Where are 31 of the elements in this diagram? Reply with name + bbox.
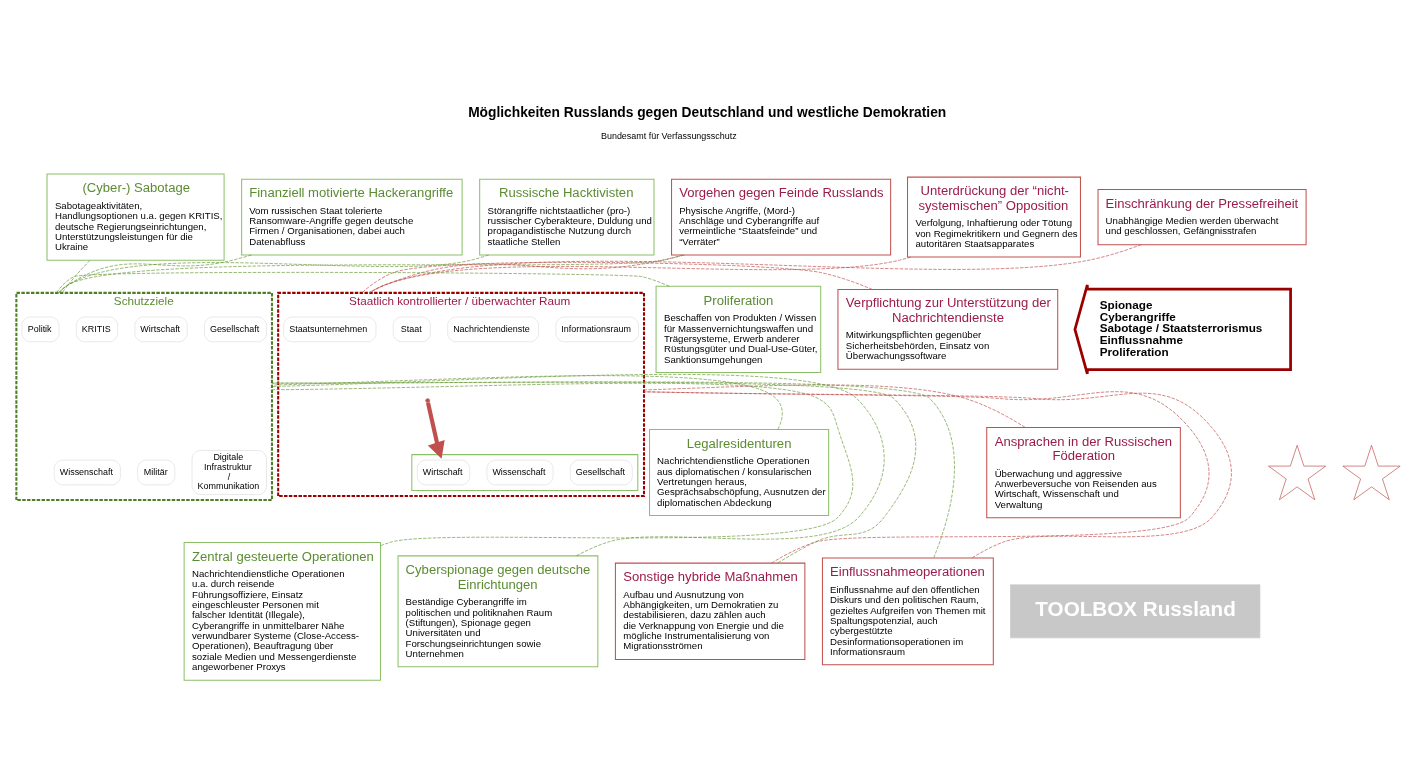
node-box: Zentral gesteuerte Operationen Nachrichtendienstliche Operationen u.a. durch reisende Führungsoffiziere, Einsatz eingeschleuster Personen mit falscher Identität (Illegale), Cyberangriffe in unmittelbarer Nähe verwundbarer Systeme (Close-Access-Operationen), Beauftragung über soziale Medien und Messengerdienste angeworbener Proxys (183, 541, 381, 681)
arrow (426, 401, 445, 459)
diagram-title: Möglichkeiten Russlands gegen Deutschland und westliche Demokratien (468, 104, 947, 120)
node-star (1268, 444, 1327, 500)
cluster (411, 453, 639, 491)
node-box: Unterdrückung der “nicht-systemischen” Opposition Verfolgung, Inhaftierung oder Tötung von Regimekritikern und Gegnern des autoritären Staatsapparates (907, 176, 1081, 258)
node-box: Einflussnahmeoperationen Einflussnahme auf den öffentlichen Diskurs und den politischen Raum, gezieltes Aufgreifen von Themen mit Spaltungspotenzial, auch cybergestützte Desinformationsoperationen im Informationsraum (821, 556, 994, 665)
connector (643, 384, 1026, 428)
node-box: Ansprachen in der Russischen Föderation Überwachung und aggressive Anwerbeversuche von Reisenden aus Wirtschaft, Wissenschaft und Verwaltung (986, 426, 1181, 518)
node-box: Proliferation Beschaffen von Produkten / Wissen für Massenvernichtungswaffen und Trägersysteme, Erwerb anderer Rüstungsgüter und Dual-Use-Güter, Sanktionsumgehungen (655, 285, 822, 373)
node-box: Legalresidenturen Nachrichtendienstliche Operationen aus diplomatischen / konsularischen Vertretungen heraus, Gesprächsabschöpfung, Ausnutzen der diplomatischen Abdeckung (649, 428, 830, 516)
node-box: Einschränkung der Pressefreiheit Unabhängige Medien werden überwacht und geschlossen, Gefängnisstrafen (1097, 188, 1307, 245)
connector (61, 259, 91, 293)
node-box: Wirtschaft (417, 459, 471, 485)
connector (369, 254, 684, 293)
node-box: Cyberspionage gegen deutsche Einrichtungen Beständige Cyberangriffe im politischen und politiknahen Raum (Stiftungen), Spionage gegen Universitäten und Forschungseinrichtungen sowie Unternehmen (397, 554, 599, 667)
node-box: Russische Hacktivisten Störangriffe nichtstaatlicher (pro-) russischer Cyberakteure, Duldung und propagandistische Nutzung durch staatliche Stellen (479, 178, 655, 255)
connector (56, 271, 670, 293)
label: Bundesamt für Verfassungsschutz (600, 130, 737, 141)
connector (368, 243, 1142, 293)
connector (58, 254, 490, 293)
node-star (1342, 444, 1401, 500)
connector (58, 254, 685, 293)
connector (361, 261, 873, 293)
node-box: Finanziell motivierte Hackerangriffe Vom russischen Staat tolerierte Ransomware-Angriffe gegen deutsche Firmen / Organisationen, dabei auch Datenabfluss (241, 178, 463, 255)
node-box: Vorgehen gegen Feinde Russlands Physische Angriffe, (Mord-) Anschläge und Cyberangriffe auf vermeintliche “Staatsfeinde” und “Verräter” (671, 178, 892, 255)
node-box: (Cyber-) Sabotage Sabotageaktivitäten, Handlungsoptionen u.a. gegen KRITIS, deutsche Regierungseinrichtungen, Unterstützungsleistungen für die Ukraine (46, 173, 225, 261)
node-box: Sonstige hybride Maßnahmen Aufbau und Ausnutzung von Abhängigkeiten, um Demokratien zu destabilisieren, dazu zählen auch die Verknappung von Energie und die mögliche Instrumentalisierung von Migrationsströmen (614, 562, 806, 660)
connector (368, 256, 911, 293)
node-box: Verpflichtung zur Unterstützung der Nachrichtendienste Mitwirkungspflichten gegenüber Sicherheitsbehörden, Einsatz von Überwachungssoftware (837, 288, 1059, 370)
connector (271, 374, 783, 430)
